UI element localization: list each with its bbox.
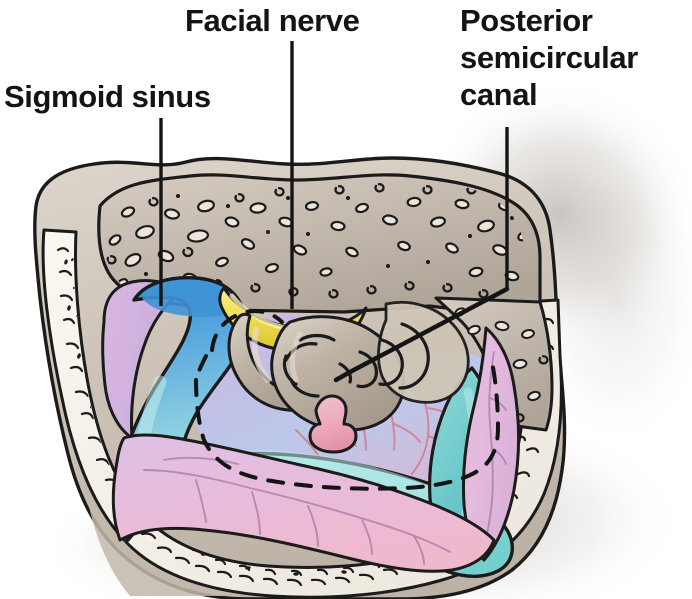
- promontory-nodule: [308, 394, 358, 454]
- label-posterior-semicircular-canal: Posterior semicircular canal: [460, 3, 638, 112]
- leader-lines: [159, 41, 509, 309]
- left-mucosa-sliver: [101, 278, 182, 440]
- label-sigmoid-sinus: Sigmoid sinus: [4, 79, 211, 114]
- diagonal-cut-line: [333, 286, 510, 383]
- mastoid-tip: [81, 420, 253, 596]
- cochlea-spiral: [227, 300, 470, 432]
- dashed-outline: [194, 309, 501, 491]
- label-facial-nerve: Facial nerve: [185, 3, 360, 38]
- bottom-pink-mucosa: [111, 433, 496, 573]
